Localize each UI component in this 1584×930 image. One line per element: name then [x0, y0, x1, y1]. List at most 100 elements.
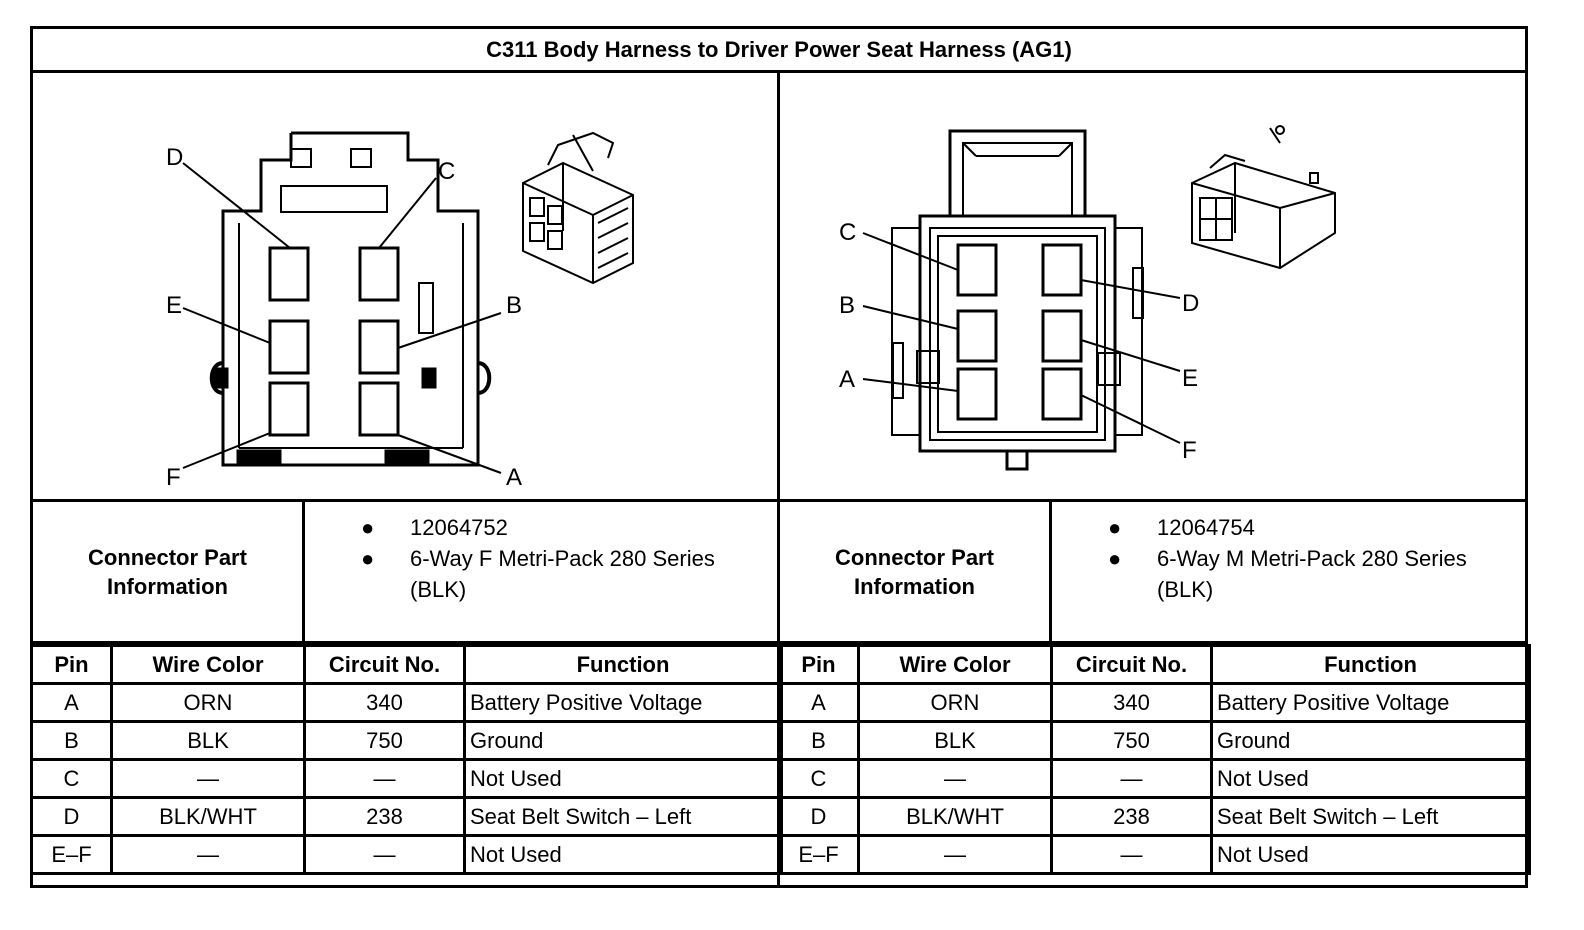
pin-label: F — [1182, 437, 1197, 464]
connector-3d-icon — [1191, 125, 1336, 270]
pin-cell: D — [777, 796, 860, 837]
sheet-title: C311 Body Harness to Driver Power Seat H… — [33, 29, 1525, 73]
circuit-cell: 340 — [1050, 682, 1213, 723]
pin-label: D — [166, 144, 183, 171]
pin-cell: E–F — [30, 834, 113, 875]
female-connector-view: D C E B F A — [33, 73, 777, 499]
pin-cell: C — [777, 758, 860, 799]
part-info-list: ● 12064754 ● 6-Way M Metri-Pack 280 Series… — [1052, 502, 1497, 605]
pin-cell: B — [30, 720, 113, 761]
part-description: 6-Way F Metri-Pack 280 Series (BLK) — [410, 546, 715, 602]
circuit-cell: 340 — [303, 682, 466, 723]
bullet-icon: ● — [361, 546, 375, 571]
pin-label: E — [166, 292, 182, 319]
part-info-list: ● 12064752 ● 6-Way F Metri-Pack 280 Series… — [305, 502, 750, 605]
part-info-item: ● 12064752 — [305, 512, 750, 543]
center-divider — [777, 73, 780, 888]
header-wire-color: Wire Color — [857, 644, 1053, 685]
function-cell: Seat Belt Switch – Left — [1210, 796, 1531, 837]
header-pin: Pin — [30, 644, 113, 685]
table-header-row: Pin Wire Color Circuit No. Function — [30, 644, 783, 685]
part-description: 6-Way M Metri-Pack 280 Series (BLK) — [1157, 546, 1467, 602]
male-connector-view: C B A D E F — [780, 73, 1525, 499]
bullet-icon: ● — [361, 515, 375, 540]
wire-color-cell: BLK/WHT — [857, 796, 1053, 837]
circuit-cell: 750 — [1050, 720, 1213, 761]
pin-cell: A — [777, 682, 860, 723]
header-wire-color: Wire Color — [110, 644, 306, 685]
circuit-cell: — — [1050, 758, 1213, 799]
wire-color-cell: — — [857, 758, 1053, 799]
circuit-cell: 238 — [1050, 796, 1213, 837]
circuit-cell: — — [1050, 834, 1213, 875]
function-cell: Ground — [463, 720, 783, 761]
pin-label: B — [839, 292, 855, 319]
connector-3d-icon — [522, 131, 634, 285]
pin-label: E — [1182, 365, 1198, 392]
wire-color-cell: BLK — [110, 720, 306, 761]
function-cell: Not Used — [463, 834, 783, 875]
function-cell: Not Used — [463, 758, 783, 799]
left-part-info: Connector Part Information ● 12064752 ● 6-… — [33, 499, 777, 644]
function-cell: Battery Positive Voltage — [463, 682, 783, 723]
header-pin: Pin — [777, 644, 860, 685]
pin-cell: C — [30, 758, 113, 799]
circuit-cell: — — [303, 758, 466, 799]
pin-cell: D — [30, 796, 113, 837]
pin-cell: E–F — [777, 834, 860, 875]
pin-cell: A — [30, 682, 113, 723]
pin-label: A — [839, 366, 855, 393]
bullet-icon: ● — [1108, 515, 1122, 540]
wire-color-cell: — — [110, 758, 306, 799]
function-cell: Seat Belt Switch – Left — [463, 796, 783, 837]
wire-color-cell: ORN — [110, 682, 306, 723]
function-cell: Ground — [1210, 720, 1531, 761]
header-circuit: Circuit No. — [303, 644, 466, 685]
table-row: E–F——Not Used — [777, 834, 1531, 875]
circuit-cell: 750 — [303, 720, 466, 761]
wire-color-cell: — — [857, 834, 1053, 875]
table-row: E–F——Not Used — [30, 834, 783, 875]
pin-label: C — [839, 219, 856, 246]
connector-sheet: C311 Body Harness to Driver Power Seat H… — [30, 26, 1531, 888]
part-number: 12064752 — [410, 515, 508, 540]
wire-color-cell: ORN — [857, 682, 1053, 723]
wire-color-cell: — — [110, 834, 306, 875]
table-row: C——Not Used — [777, 758, 1531, 799]
pin-label: B — [506, 292, 522, 319]
pin-cell: B — [777, 720, 860, 761]
function-cell: Not Used — [1210, 758, 1531, 799]
right-part-info: Connector Part Information ● 12064754 ● 6-… — [780, 499, 1525, 644]
part-info-item: ● 6-Way F Metri-Pack 280 Series (BLK) — [305, 543, 750, 605]
function-cell: Not Used — [1210, 834, 1531, 875]
part-info-item: ● 6-Way M Metri-Pack 280 Series (BLK) — [1052, 543, 1497, 605]
circuit-cell: 238 — [303, 796, 466, 837]
pin-label: A — [506, 464, 522, 491]
wire-color-cell: BLK — [857, 720, 1053, 761]
female-connector-drawing: D C E B F A — [166, 131, 634, 491]
header-function: Function — [463, 644, 783, 685]
part-number: 12064754 — [1157, 515, 1255, 540]
pin-label: F — [166, 464, 181, 491]
circuit-cell: — — [303, 834, 466, 875]
function-cell: Battery Positive Voltage — [1210, 682, 1531, 723]
bullet-icon: ● — [1108, 546, 1122, 571]
wire-color-cell: BLK/WHT — [110, 796, 306, 837]
header-function: Function — [1210, 644, 1531, 685]
pin-label: D — [1182, 290, 1199, 317]
info-label: Connector Part Information — [33, 502, 305, 641]
table-header-row: Pin Wire Color Circuit No. Function — [777, 644, 1531, 685]
info-label: Connector Part Information — [780, 502, 1052, 641]
part-info-item: ● 12064754 — [1052, 512, 1497, 543]
table-row: C——Not Used — [30, 758, 783, 799]
male-connector-drawing: C B A D E F — [839, 125, 1336, 471]
pin-label: C — [438, 158, 455, 185]
